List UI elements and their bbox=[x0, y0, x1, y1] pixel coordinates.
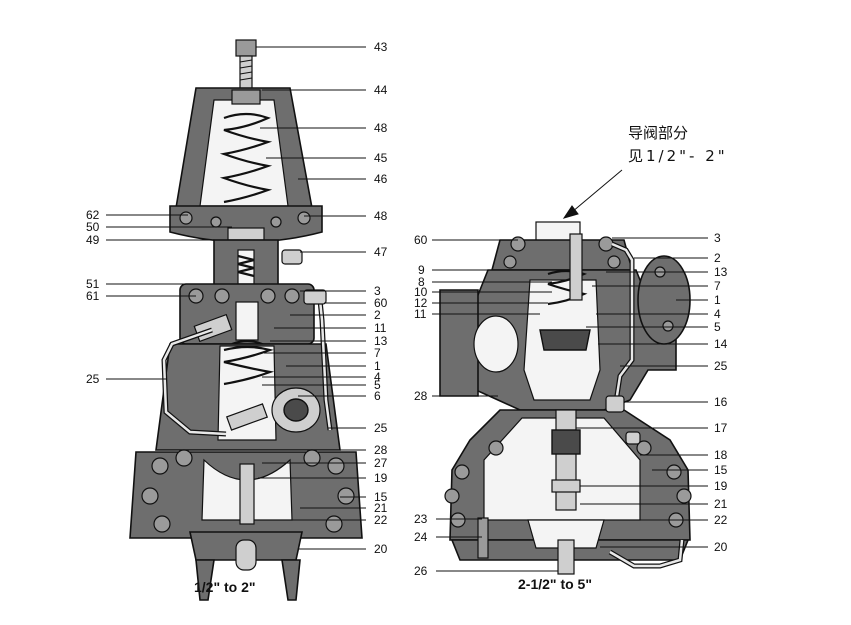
part-label: 43 bbox=[374, 40, 388, 54]
part-label: 24 bbox=[414, 530, 428, 544]
part-label: 13 bbox=[374, 334, 388, 348]
part-label: 4 bbox=[374, 370, 381, 384]
part-label: 2 bbox=[374, 308, 381, 322]
left-view-labels-left: 62 50 49 51 61 25 bbox=[86, 208, 100, 386]
right-valve-drawing bbox=[439, 221, 692, 575]
part-label: 46 bbox=[374, 172, 388, 186]
part-label: 2 bbox=[714, 251, 721, 265]
part-label: 11 bbox=[414, 307, 427, 321]
adjusting-screw-head bbox=[235, 39, 257, 57]
right-view-labels-right: 3 2 13 7 1 4 5 14 25 16 17 18 15 19 21 2… bbox=[714, 231, 728, 554]
part-label: 20 bbox=[374, 542, 388, 556]
part-label: 16 bbox=[714, 395, 728, 409]
part-label: 23 bbox=[414, 512, 428, 526]
part-label: 60 bbox=[414, 233, 428, 247]
right-view-labels-left: 60 9 8 10 12 11 28 23 24 26 bbox=[414, 233, 428, 578]
part-label: 7 bbox=[374, 346, 381, 360]
part-label: 19 bbox=[714, 479, 728, 493]
part-label: 20 bbox=[714, 540, 728, 554]
part-label: 49 bbox=[86, 233, 100, 247]
part-label: 14 bbox=[714, 337, 728, 351]
part-label: 60 bbox=[374, 296, 388, 310]
part-label: 25 bbox=[86, 372, 100, 386]
pilot-note-line2: 见1/2"- 2" bbox=[628, 147, 728, 165]
lock-nut bbox=[231, 89, 261, 105]
part-label: 7 bbox=[714, 279, 721, 293]
part-label: 22 bbox=[374, 513, 388, 527]
part-label: 22 bbox=[714, 513, 728, 527]
part-label: 21 bbox=[374, 501, 388, 515]
part-label: 26 bbox=[414, 564, 428, 578]
part-label: 17 bbox=[714, 421, 728, 435]
part-label: 19 bbox=[374, 471, 388, 485]
part-label: 44 bbox=[374, 83, 388, 97]
part-label: 28 bbox=[374, 443, 388, 457]
part-label: 18 bbox=[714, 448, 728, 462]
part-label: 5 bbox=[374, 378, 381, 392]
part-label: 48 bbox=[374, 121, 388, 135]
pilot-note-line1: 导阀部分 bbox=[628, 124, 688, 142]
right-view-caption: 2-1/2" to 5" bbox=[518, 576, 592, 592]
part-label: 25 bbox=[374, 421, 388, 435]
part-label: 10 bbox=[414, 285, 428, 299]
left-view-labels-right: 43 44 48 45 46 48 47 3 60 2 11 13 7 1 4 … bbox=[374, 40, 388, 556]
drain-plug bbox=[557, 539, 575, 575]
part-label: 28 bbox=[414, 389, 428, 403]
part-label: 6 bbox=[374, 389, 381, 403]
part-label: 12 bbox=[414, 296, 428, 310]
left-valve-drawing bbox=[129, 39, 363, 601]
part-label: 8 bbox=[418, 275, 425, 289]
left-view-leader-lines bbox=[256, 46, 366, 550]
part-label: 13 bbox=[714, 265, 728, 279]
part-label: 4 bbox=[714, 307, 721, 321]
left-view-leader-lines-left bbox=[106, 214, 236, 380]
part-label: 11 bbox=[374, 321, 387, 335]
piston-stem bbox=[569, 233, 583, 301]
pilot-note-arrow bbox=[562, 169, 623, 219]
part-label: 48 bbox=[374, 209, 388, 223]
part-label: 9 bbox=[418, 263, 425, 277]
part-label: 3 bbox=[714, 231, 721, 245]
part-label: 61 bbox=[86, 289, 100, 303]
part-label: 45 bbox=[374, 151, 388, 165]
part-label: 47 bbox=[374, 245, 388, 259]
part-label: 15 bbox=[714, 463, 728, 477]
left-view-caption: 1/2" to 2" bbox=[194, 579, 256, 595]
part-label: 50 bbox=[86, 220, 100, 234]
right-view-leader-lines-left bbox=[432, 239, 558, 572]
part-label: 3 bbox=[374, 284, 381, 298]
right-view-leader-lines bbox=[576, 237, 708, 548]
part-label: 25 bbox=[714, 359, 728, 373]
inlet-port bbox=[473, 315, 519, 373]
part-label: 21 bbox=[714, 497, 728, 511]
part-label: 15 bbox=[374, 490, 388, 504]
part-label: 27 bbox=[374, 456, 388, 470]
part-label: 5 bbox=[714, 320, 721, 334]
main-valve-stem bbox=[555, 409, 577, 511]
part-label: 62 bbox=[86, 208, 100, 222]
part-label: 1 bbox=[714, 293, 721, 307]
part-label: 1 bbox=[374, 359, 381, 373]
part-label: 51 bbox=[86, 277, 100, 291]
